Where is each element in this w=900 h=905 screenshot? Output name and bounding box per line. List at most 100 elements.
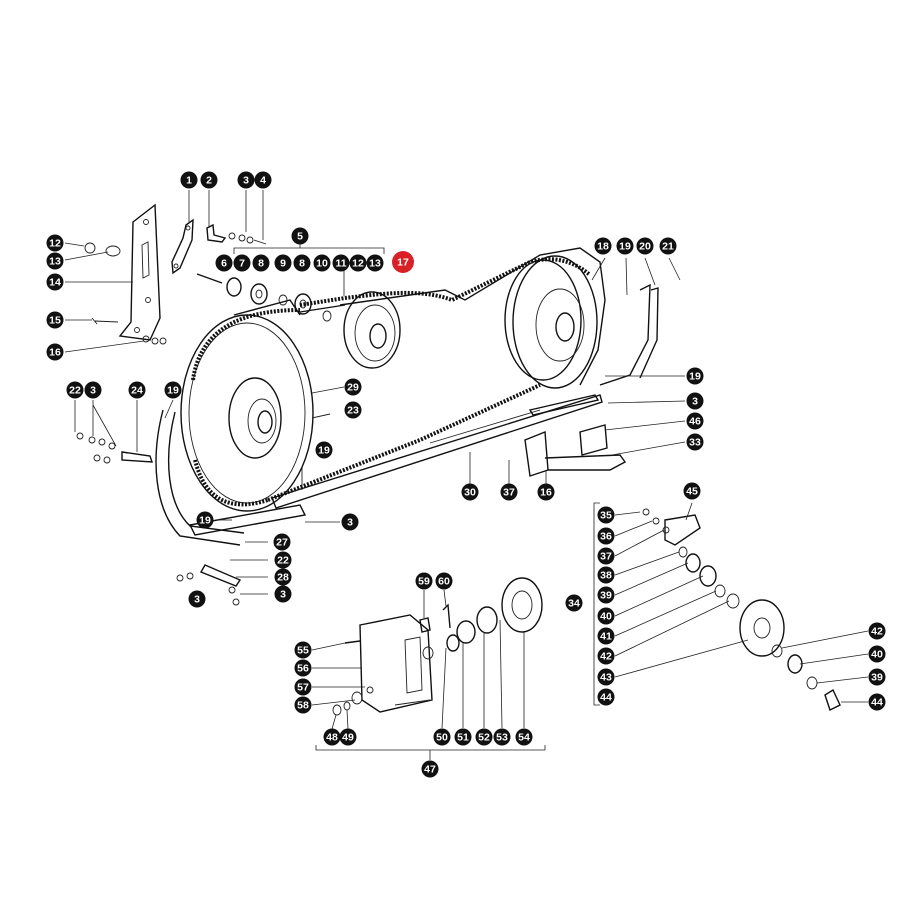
- callout-number: 60: [438, 576, 450, 588]
- callout-marker: [597, 547, 615, 565]
- callout-number: 4: [260, 175, 266, 187]
- callout-54: 54: [515, 728, 533, 746]
- callout-49: 49: [339, 728, 357, 746]
- callout-marker: [200, 171, 218, 189]
- callout-number: 40: [600, 611, 612, 623]
- callout-marker: [686, 412, 704, 430]
- callout-number: 36: [600, 531, 612, 543]
- callout-number: 11: [335, 258, 346, 270]
- callout-1: 1: [180, 171, 198, 189]
- callout-24: 24: [128, 381, 146, 399]
- callout-number: 19: [689, 371, 701, 383]
- callout-marker: [597, 627, 615, 645]
- callout-number: 46: [689, 416, 701, 428]
- callout-marker: [84, 381, 102, 399]
- callout-marker: [252, 254, 270, 272]
- callout-41: 41: [597, 627, 615, 645]
- callout-14: 14: [46, 273, 64, 291]
- callout-number: 50: [436, 732, 448, 744]
- callout-number: 8: [299, 258, 305, 270]
- callout-marker: [237, 171, 255, 189]
- callout-16: 16: [537, 483, 555, 501]
- callout-number: 13: [369, 258, 381, 270]
- callout-18: 18: [594, 237, 612, 255]
- callout-44: 44: [597, 688, 615, 706]
- callout-42: 42: [597, 647, 615, 665]
- callout-marker: [686, 367, 704, 385]
- callout-60: 60: [435, 572, 453, 590]
- callout-56: 56: [294, 659, 312, 677]
- callout-19: 19: [616, 237, 634, 255]
- callout-marker: [315, 441, 333, 459]
- callout-23: 23: [344, 401, 362, 419]
- callout-44: 44: [868, 693, 886, 711]
- callout-marker: [868, 693, 886, 711]
- callout-marker: [294, 696, 312, 714]
- callout-marker: [597, 586, 615, 604]
- callout-marker: [46, 234, 64, 252]
- callout-number: 42: [600, 651, 612, 663]
- callout-marker: [454, 728, 472, 746]
- callout-marker: [341, 513, 359, 531]
- callout-number: 22: [277, 555, 289, 567]
- callout-marker: [339, 728, 357, 746]
- callout-number: 3: [347, 517, 353, 529]
- callout-6: 6: [215, 254, 233, 272]
- callout-number: 57: [297, 682, 309, 694]
- callout-43: 43: [597, 668, 615, 686]
- callout-46: 46: [686, 412, 704, 430]
- callout-marker: [293, 254, 311, 272]
- callout-3: 3: [341, 513, 359, 531]
- callout-marker: [597, 527, 615, 545]
- callout-28: 28: [274, 568, 292, 586]
- callout-number: 54: [518, 732, 530, 744]
- callout-number: 20: [639, 241, 651, 253]
- callout-number: 15: [49, 315, 61, 327]
- callout-number: 37: [600, 551, 612, 563]
- callout-number: 7: [239, 258, 245, 270]
- callout-marker: [594, 237, 612, 255]
- callout-marker: [597, 688, 615, 706]
- callout-marker: [294, 641, 312, 659]
- callout-number: 5: [297, 231, 303, 243]
- callout-marker: [868, 668, 886, 686]
- callout-marker: [215, 254, 233, 272]
- callout-marker: [274, 585, 292, 603]
- callout-8: 8: [293, 254, 311, 272]
- left-mounting-bracket: [84, 203, 167, 345]
- callout-marker: [66, 381, 84, 399]
- callout-3: 3: [274, 585, 292, 603]
- callout-50: 50: [433, 728, 451, 746]
- callout-10: 10: [313, 254, 331, 272]
- callout-marker: [332, 254, 350, 272]
- callout-number: 56: [297, 663, 309, 675]
- callout-57: 57: [294, 678, 312, 696]
- callout-marker: [188, 590, 206, 608]
- callout-marker: [274, 551, 292, 569]
- callout-2: 2: [200, 171, 218, 189]
- callout-marker: [233, 254, 251, 272]
- callout-marker: [493, 728, 511, 746]
- callout-17-highlighted: 17: [392, 251, 414, 273]
- callout-marker: [515, 728, 533, 746]
- callout-number: 9: [280, 258, 286, 270]
- callout-number: 34: [568, 598, 580, 610]
- callout-number: 3: [90, 385, 96, 397]
- callout-number: 38: [600, 570, 612, 582]
- callout-number: 24: [131, 385, 143, 397]
- callout-30: 30: [461, 483, 479, 501]
- bracket-leaders: [64, 242, 145, 353]
- callout-number: 43: [600, 672, 612, 684]
- callout-42: 42: [868, 622, 886, 640]
- callout-marker: [254, 171, 272, 189]
- callout-number: 16: [540, 487, 552, 499]
- callout-marker: [636, 237, 654, 255]
- callout-55: 55: [294, 641, 312, 659]
- callout-4: 4: [254, 171, 272, 189]
- callout-33: 33: [686, 433, 704, 451]
- callout-marker: [366, 254, 384, 272]
- callout-marker: [683, 482, 701, 500]
- callout-number: 49: [342, 732, 354, 744]
- callout-34: 34: [565, 594, 583, 612]
- callout-number: 27: [276, 537, 288, 549]
